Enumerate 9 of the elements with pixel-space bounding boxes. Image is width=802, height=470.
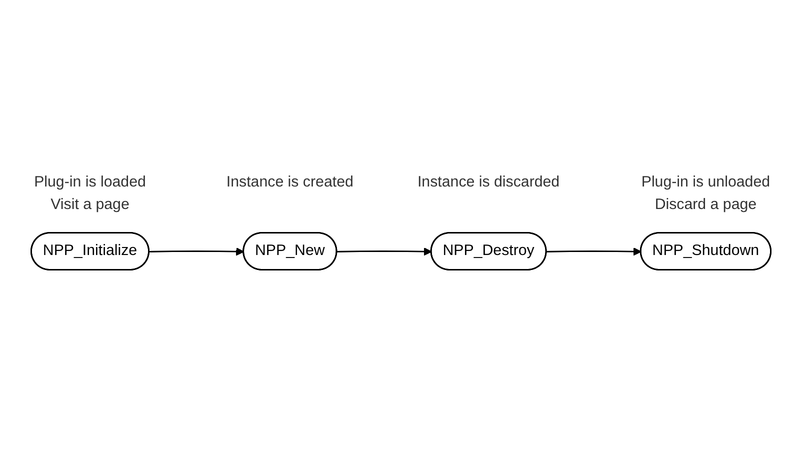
arrow bbox=[149, 247, 244, 256]
arrow bbox=[546, 247, 642, 256]
node-label: Instance is discarded bbox=[417, 174, 560, 190]
arrow bbox=[336, 247, 432, 256]
node-label: Visit a page bbox=[50, 196, 130, 213]
node-label: Plug-in is loaded bbox=[34, 174, 146, 190]
node-label: Discard a page bbox=[654, 196, 757, 213]
node-label: Instance is created bbox=[226, 174, 354, 190]
node-label: Plug-in is unloaded bbox=[641, 174, 770, 190]
